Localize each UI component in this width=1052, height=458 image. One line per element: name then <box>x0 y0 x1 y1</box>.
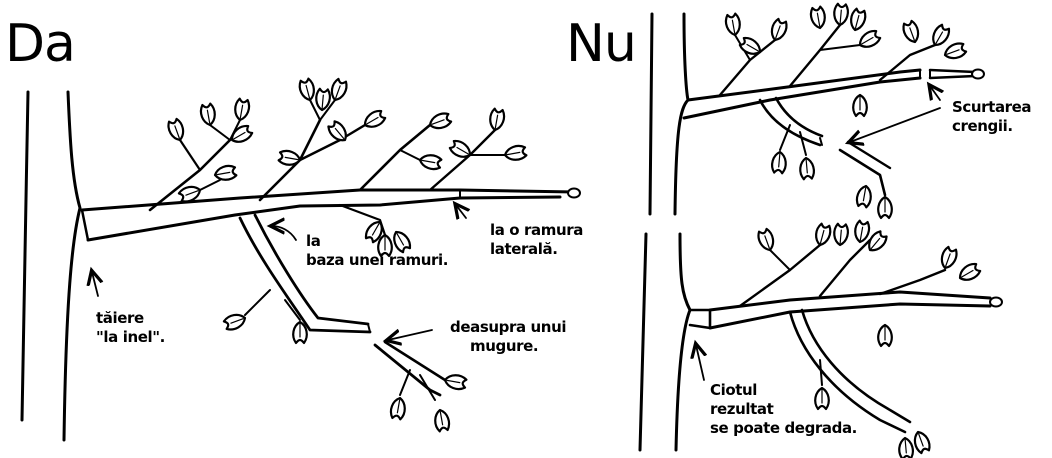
label-above-bud: deasupra unui mugure. <box>450 318 567 355</box>
no-panel-top-drawing <box>648 2 985 220</box>
label-stub: Ciotul rezultat se poate degrada. <box>710 381 857 437</box>
yes-heading: Da <box>5 14 76 74</box>
label-ring-cut: tăiere "la inel". <box>96 309 165 346</box>
trunk-left-edge <box>20 90 30 422</box>
terminal-bud <box>567 187 581 199</box>
trunk-right-edge <box>62 90 82 442</box>
no-panel-bottom-drawing <box>638 219 1003 458</box>
yes-panel-drawing <box>20 76 581 442</box>
lower-branch-left <box>238 216 372 334</box>
label-shortening: Scurtarea crengii. <box>952 98 1032 135</box>
no-heading: Nu <box>566 14 637 74</box>
label-branch-base: la baza unei ramuri. <box>306 232 449 269</box>
label-lateral-branch: la o ramura laterală. <box>490 221 583 258</box>
lower-branch-right <box>253 213 370 326</box>
